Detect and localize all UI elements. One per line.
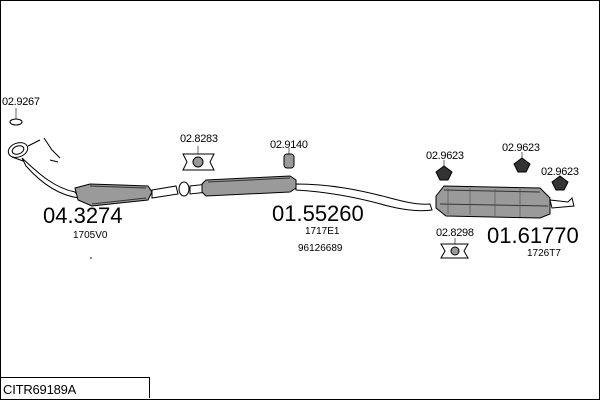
rubber-hanger-icon <box>435 157 569 191</box>
seal-ring-icon <box>9 118 23 126</box>
rear-silencer-shape <box>435 185 575 219</box>
part-number-02-9267: 02.9267 <box>2 96 40 108</box>
ref-middle-silencer-2: 96126689 <box>298 243 343 254</box>
leader-lines <box>15 108 523 244</box>
assembly-code-box: CITR69189A <box>0 377 150 398</box>
clamp-icon <box>283 153 295 169</box>
part-number-02-9623-a: 02.9623 <box>426 150 464 162</box>
part-number-02-9623-c: 02.9623 <box>541 166 579 178</box>
mounting-rubber-icon <box>182 153 215 171</box>
part-number-02-8283: 02.8283 <box>180 133 218 145</box>
ref-rear-silencer: 1726T7 <box>527 248 561 259</box>
ref-catalyst: 1705V0 <box>73 230 108 241</box>
front-flange <box>7 137 61 163</box>
ref-middle-silencer-1: 1717E1 <box>305 226 340 237</box>
dot-mark <box>90 257 92 259</box>
part-number-rear-silencer: 01.61770 <box>487 223 579 248</box>
mounting-rubber-icon <box>440 243 469 259</box>
part-number-02-9140: 02.9140 <box>270 139 308 151</box>
part-number-middle-silencer: 01.55260 <box>272 201 364 226</box>
part-number-02-9623-b: 02.9623 <box>502 142 540 154</box>
middle-silencer-shape <box>189 175 433 212</box>
assembly-code: CITR69189A <box>3 382 77 397</box>
part-number-02-8298: 02.8298 <box>436 227 474 239</box>
front-pipe <box>21 157 82 199</box>
part-number-catalyst: 04.3274 <box>43 203 123 228</box>
catalyst-shape <box>74 181 190 207</box>
